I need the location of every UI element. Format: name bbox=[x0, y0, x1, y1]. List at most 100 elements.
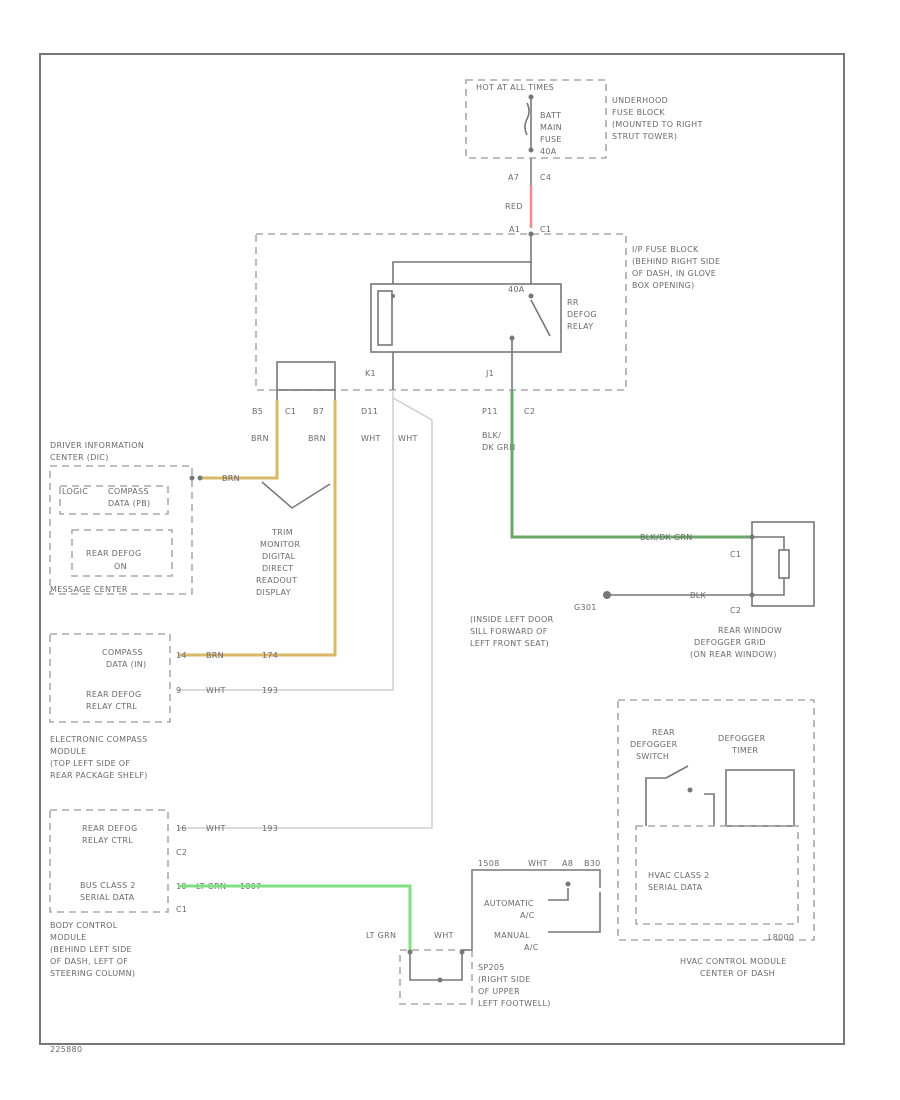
label-blk-dk-2: DK GRN bbox=[482, 443, 516, 452]
label-underhood-3: (MOUNTED TO RIGHT bbox=[612, 120, 703, 129]
label-pin-c1b: C1 bbox=[285, 407, 296, 416]
wire-wht-to-bcm bbox=[178, 397, 433, 829]
label-hv-wht: WHT bbox=[528, 859, 548, 868]
defogger-timer bbox=[725, 769, 795, 827]
rear-defog-switch-arm bbox=[665, 765, 689, 779]
label-dic-rear-2: ON bbox=[114, 562, 127, 571]
label-rwd-3: (ON REAR WINDOW) bbox=[690, 650, 777, 659]
label-wht-2: WHT bbox=[398, 434, 418, 443]
label-hv-auto-1: AUTOMATIC bbox=[484, 899, 534, 908]
label-ecm-4: REAR PACKAGE SHELF) bbox=[50, 771, 148, 780]
label-hv-man-1: MANUAL bbox=[494, 931, 530, 940]
ip-fuse-block-outline bbox=[255, 233, 627, 391]
wire-brn-to-dic bbox=[200, 400, 279, 480]
label-ip-pin-c1: C1 bbox=[540, 225, 551, 234]
label-g301-3: SILL FORWARD OF bbox=[470, 627, 548, 636]
fuse-symbol bbox=[524, 102, 530, 136]
label-hv-defog-2: TIMER bbox=[731, 746, 758, 755]
label-red: RED bbox=[505, 202, 523, 211]
label-s205-1: SP205 bbox=[478, 963, 505, 972]
label-trim-6: DISPLAY bbox=[256, 588, 291, 597]
label-ip-fuse-4: BOX OPENING) bbox=[632, 281, 695, 290]
label-dic-brn: BRN bbox=[222, 474, 240, 483]
label-blk-dk-grn: BLK/DK GRN bbox=[640, 533, 693, 542]
label-s-wht: WHT bbox=[434, 931, 454, 940]
label-hv-1508: 1508 bbox=[478, 859, 500, 868]
wire-brn-to-compass bbox=[178, 400, 337, 657]
trim-monitor-indicator bbox=[261, 481, 331, 509]
relay-coil-dot bbox=[391, 294, 395, 298]
driver-information-center: DRIVER INFORMATION CENTER (DIC) BRN LOGI… bbox=[49, 441, 240, 595]
hvac-outline bbox=[617, 699, 815, 941]
defogger-grid-bottom bbox=[752, 578, 785, 596]
label-brn-2: BRN bbox=[308, 434, 326, 443]
label-trim-4: DIRECT bbox=[262, 564, 293, 573]
label-pin-b7: B7 bbox=[313, 407, 324, 416]
label-rwd-2: DEFOGGER GRID bbox=[694, 638, 766, 647]
label-ip-fuse-1: I/P FUSE BLOCK bbox=[632, 245, 699, 254]
underhood-fuse-block: HOT AT ALL TIMES BATT MAIN FUSE 40A UNDE… bbox=[465, 79, 703, 182]
label-relay-1: RR bbox=[567, 298, 579, 307]
label-ecm-1: ELECTRONIC COMPASS bbox=[50, 735, 148, 744]
label-hv-rear-1: REAR bbox=[652, 728, 675, 737]
label-bcm-193: 193 bbox=[262, 824, 278, 833]
label-hv-a8: A8 bbox=[562, 859, 573, 868]
label-pin-c1r: C1 bbox=[730, 550, 741, 559]
label-bcm-2: MODULE bbox=[50, 933, 87, 942]
label-g301-4: LEFT FRONT SEAT) bbox=[470, 639, 549, 648]
label-trim-1: TRIM bbox=[271, 528, 293, 537]
label-ip-fuse-3: OF DASH, IN GLOVE bbox=[632, 269, 716, 278]
rear-defog-switch-contact bbox=[687, 787, 693, 793]
label-trim-2: MONITOR bbox=[260, 540, 301, 549]
label-bcm-class-1: BUS CLASS 2 bbox=[80, 881, 136, 890]
label-ecm-wht: WHT bbox=[206, 686, 226, 695]
label-hv-2: CENTER OF DASH bbox=[700, 969, 775, 978]
label-g301-1: G301 bbox=[574, 603, 597, 612]
label-bcm-relay-1: REAR DEFOG bbox=[82, 824, 138, 833]
label-pin-a7: A7 bbox=[508, 173, 519, 182]
label-lt-grn: LT GRN bbox=[366, 931, 396, 940]
dic-outline bbox=[49, 465, 193, 595]
label-pin-p11: P11 bbox=[482, 407, 498, 416]
label-blk: BLK bbox=[690, 591, 707, 600]
relay-contact-bottom bbox=[509, 335, 515, 341]
label-ip-pin-a1: A1 bbox=[509, 225, 520, 234]
wire-blk-dk-grn bbox=[510, 390, 750, 539]
label-underhood-1: UNDERHOOD bbox=[612, 96, 668, 105]
label-hv-b30: B30 bbox=[584, 859, 601, 868]
label-dic-1: DRIVER INFORMATION bbox=[50, 441, 144, 450]
dic-logic-box bbox=[59, 485, 169, 515]
sp205-outline bbox=[399, 949, 473, 1005]
label-underhood-2: FUSE BLOCK bbox=[612, 108, 665, 117]
label-dic-compass-2: DATA (PB) bbox=[108, 499, 150, 508]
label-bcm-1: BODY CONTROL bbox=[50, 921, 118, 930]
option-selector-dot bbox=[565, 881, 571, 887]
label-ecm-relay-2: RELAY CTRL bbox=[86, 702, 137, 711]
figure-id: 225880 bbox=[50, 1045, 82, 1054]
label-pin-j1: J1 bbox=[485, 369, 494, 378]
label-hv-rear-3: SWITCH bbox=[636, 752, 669, 761]
body-control-module: REAR DEFOG RELAY CTRL 16 WHT 193 C2 BUS … bbox=[49, 809, 278, 978]
label-bcm-relay-2: RELAY CTRL bbox=[82, 836, 133, 845]
label-hv-class-1: HVAC CLASS 2 bbox=[648, 871, 710, 880]
relay-contact-arm bbox=[530, 299, 551, 337]
label-s205-3: OF UPPER bbox=[478, 987, 520, 996]
label-batt: BATT bbox=[540, 111, 561, 120]
label-hv-man-2: A/C bbox=[524, 943, 539, 952]
label-dic-rear-1: REAR DEFOG bbox=[86, 549, 142, 558]
label-bcm-5: STEERING COLUMN) bbox=[50, 969, 135, 978]
label-fuse-amp: 40A bbox=[540, 147, 557, 156]
wire-wht-to-hvac bbox=[462, 869, 601, 951]
hvac-serial-box bbox=[635, 825, 799, 925]
label-bcm-pin-16: 16 bbox=[176, 824, 187, 833]
label-bcm-4: OF DASH, LEFT OF bbox=[50, 957, 128, 966]
label-relay-2: DEFOG bbox=[567, 310, 597, 319]
label-dic-2: CENTER (DIC) bbox=[50, 453, 109, 462]
label-brn-1: BRN bbox=[251, 434, 269, 443]
option-auto-line bbox=[548, 888, 569, 901]
relay-coil bbox=[377, 290, 393, 346]
label-ecm-brn: BRN bbox=[206, 651, 224, 660]
bcm-outline bbox=[49, 809, 169, 913]
label-ecm-3: (TOP LEFT SIDE OF bbox=[50, 759, 130, 768]
